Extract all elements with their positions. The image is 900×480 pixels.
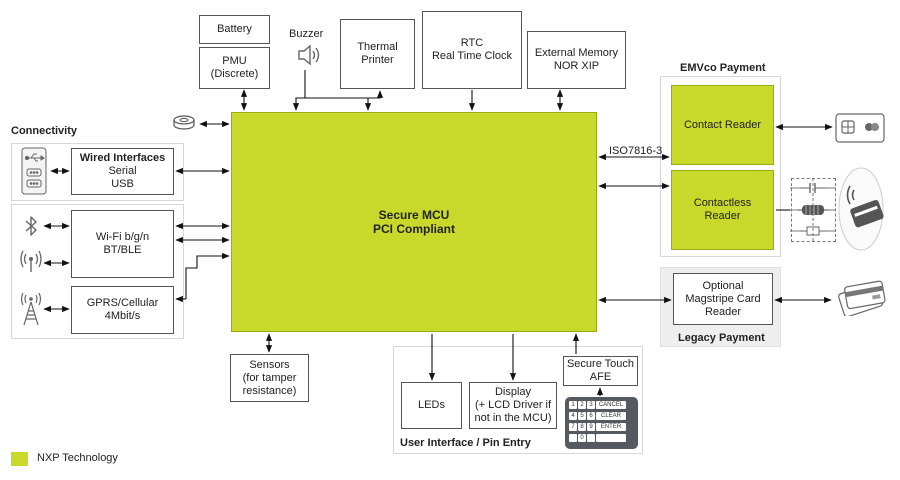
usb-serial-icon-group (21, 147, 47, 195)
keypad-key[interactable]: 7 (569, 423, 577, 431)
bluetooth-icon (24, 214, 38, 238)
wired-serial-label: Serial (108, 165, 137, 177)
display-label-2: (+ LCD Driver if (474, 399, 552, 411)
magstripe-label-2: Magstripe Card (685, 292, 761, 305)
magstripe-reader-block: Optional Magstripe Card Reader (673, 273, 773, 325)
leds-label: LEDs (418, 399, 445, 411)
rtc-block: RTC Real Time Clock (422, 11, 522, 89)
contact-reader-label: Contact Reader (683, 118, 762, 131)
keypad-key[interactable]: 8 (578, 423, 586, 431)
keypad-key[interactable]: 4 (569, 412, 577, 420)
rtc-label-1: RTC (460, 37, 484, 49)
magstripe-label-3: Reader (704, 305, 742, 318)
connectivity-wireless-panel (11, 204, 184, 339)
contactless-label-1: Contactless (693, 197, 752, 209)
memory-label-2: NOR XIP (553, 60, 600, 72)
coin-cell-icon (172, 114, 196, 132)
thermal-printer-block: Thermal Printer (340, 19, 415, 89)
sensors-label-2: (for tamper (242, 371, 297, 384)
external-memory-block: External Memory NOR XIP (527, 31, 626, 89)
keypad-key[interactable]: 9 (587, 423, 595, 431)
display-label-3: not in the MCU) (474, 412, 552, 424)
sensors-label-1: Sensors (249, 358, 290, 371)
keypad-key[interactable] (596, 434, 626, 442)
gprs-cellular-block: GPRS/Cellular 4Mbit/s (71, 286, 174, 334)
rtc-label-2: Real Time Clock (431, 50, 513, 62)
keypad-key[interactable]: ENTER (596, 423, 626, 431)
magstripe-card-icon (834, 280, 886, 316)
nfc-card-icon (838, 166, 884, 252)
usb-icon (24, 153, 45, 162)
mcu-title: Secure MCU (378, 208, 450, 222)
coil-icon (798, 203, 828, 217)
touch-label-1: Secure Touch (566, 358, 635, 370)
legend-swatch (11, 452, 28, 466)
secure-touch-afe-block: Secure Touch AFE (563, 356, 638, 386)
contactless-label-2: Reader (704, 210, 741, 222)
ui-heading: User Interface / Pin Entry (400, 437, 531, 449)
wifi-bt-block: Wi-Fi b/g/n BT/BLE (71, 210, 174, 278)
leds-block: LEDs (401, 382, 462, 429)
mcu-subtitle: PCI Compliant (372, 222, 455, 236)
printer-label-1: Thermal (357, 41, 398, 53)
keypad-key[interactable] (587, 434, 595, 442)
keypad-key[interactable]: 6 (587, 412, 595, 420)
secure-mcu-block: Secure MCU PCI Compliant (231, 112, 597, 332)
contact-reader-block: Contact Reader (671, 85, 774, 165)
keypad-key[interactable]: CANCEL (596, 401, 626, 409)
legend-label: NXP Technology (37, 452, 118, 464)
keypad-key[interactable]: 5 (578, 412, 586, 420)
contactless-reader-block: Contactless Reader (671, 170, 774, 250)
cellular-tower-icon (18, 292, 44, 326)
memory-label-1: External Memory (534, 47, 619, 59)
smart-card-icon (835, 113, 885, 143)
touch-label-2: AFE (589, 371, 612, 383)
connectivity-heading: Connectivity (11, 125, 78, 137)
wired-interfaces-title: Wired Interfaces (79, 152, 166, 164)
keypad-key[interactable]: CLEAR (596, 412, 626, 420)
buzzer-speaker-icon (296, 44, 322, 66)
battery-block: Battery (199, 15, 270, 44)
pmu-block: PMU (Discrete) (199, 47, 270, 89)
printer-label-2: Printer (361, 54, 394, 66)
wifi-antenna-icon (18, 250, 44, 274)
ui-panel (393, 346, 643, 454)
capacitor-icon (800, 182, 826, 194)
gprs-rate-label: 4Mbit/s (104, 310, 141, 322)
keypad-key[interactable]: 2 (578, 401, 586, 409)
wifi-label: Wi-Fi b/g/n (95, 231, 150, 243)
display-block: Display (+ LCD Driver if not in the MCU) (469, 382, 557, 429)
keypad-key[interactable]: 1 (569, 401, 577, 409)
emvco-panel (660, 76, 781, 257)
bt-label: BT/BLE (103, 244, 142, 256)
pmu-label-1: PMU (222, 55, 247, 67)
serial-port-icon (26, 168, 42, 188)
pmu-label-2: (Discrete) (210, 68, 259, 80)
legacy-heading: Legacy Payment (678, 332, 765, 344)
keypad-key[interactable] (569, 434, 577, 442)
sensors-label-3: resistance) (242, 384, 297, 397)
sensors-block: Sensors (for tamper resistance) (230, 354, 309, 402)
wired-usb-label: USB (111, 178, 134, 190)
battery-label: Battery (217, 23, 252, 35)
emvco-heading: EMVco Payment (680, 62, 766, 74)
keypad-key[interactable]: 3 (587, 401, 595, 409)
magstripe-label-1: Optional (702, 279, 744, 292)
keypad-key[interactable]: 0 (578, 434, 586, 442)
gprs-label: GPRS/Cellular (86, 297, 159, 309)
wired-interfaces-block: Wired Interfaces Serial USB (71, 148, 174, 195)
display-label-1: Display (494, 386, 532, 398)
buzzer-label: Buzzer (289, 28, 324, 40)
